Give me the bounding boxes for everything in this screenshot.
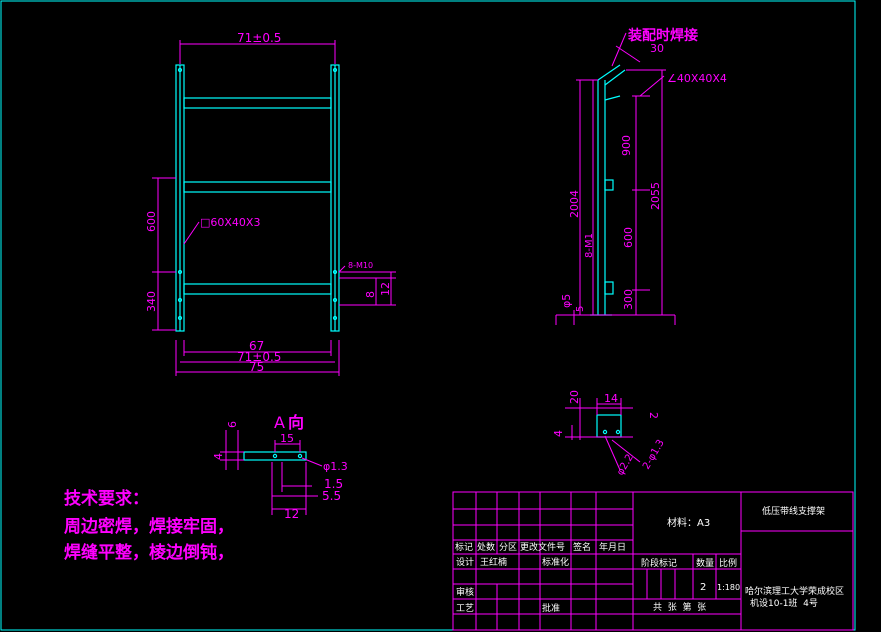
detail-b-dim-phi22: φ2.2	[615, 453, 636, 478]
drawing-frame	[0, 0, 856, 631]
tb-header-4: 签名	[573, 541, 591, 553]
tb-header-2: 分区	[499, 542, 517, 553]
front-dim-600: 600	[145, 211, 158, 232]
tb-header-5: 年月日	[599, 541, 626, 553]
tb-quantity-label: 数量	[696, 557, 714, 569]
front-dim-75: 75	[249, 360, 264, 374]
tech-req-line2: 焊缝平整，棱边倒钝，	[64, 543, 234, 563]
detail-b-view: 20 14 2 4 φ2.2 2-φ1.3	[552, 390, 667, 478]
detail-b-dim-20: 20	[568, 390, 581, 404]
tb-header-1: 处数	[477, 541, 495, 553]
detail-a-dim-4: 4	[212, 453, 225, 460]
detail-a-dim-55: 5.5	[322, 489, 341, 503]
front-view: 71±0.5 600 340 □60X40X3 8-M10 8 12 67 71…	[145, 31, 396, 376]
side-dim-900: 900	[620, 135, 633, 156]
tb-class-no: 机设10-1班 4号	[750, 597, 818, 609]
detail-a-dim-6: 6	[226, 421, 239, 428]
tb-review-label: 审核	[456, 586, 474, 598]
front-dim-340: 340	[145, 291, 158, 312]
tb-designer: 王红楠	[480, 556, 507, 568]
tech-req-title: 技术要求：	[64, 489, 149, 509]
tb-design-label: 设计	[456, 556, 474, 568]
front-bolt-label: 8-M10	[348, 261, 373, 270]
tb-approve-label: 批准	[542, 602, 560, 614]
tb-scale: 1:180	[717, 583, 740, 592]
tech-req-line1: 周边密焊，焊接牢固，	[64, 517, 234, 537]
tb-part-name: 低压带线支撑架	[762, 505, 825, 517]
detail-a-dim-15b: 1.5	[324, 477, 343, 491]
side-dim-30: 30	[650, 42, 664, 55]
tb-header-3: 更改文件号	[520, 541, 565, 553]
tb-scale-label: 比例	[719, 557, 737, 569]
tb-quantity: 2	[700, 582, 706, 593]
side-angle-profile: ∠40X40X4	[667, 72, 727, 85]
tb-process-label: 工艺	[456, 603, 474, 614]
title-block: 材料：A3 低压带线支撑架 标记 处数 分区 更改文件号 签名 年月日 设计 王…	[452, 491, 854, 631]
detail-b-dim-2: 2	[647, 412, 660, 419]
detail-b-dim-2phi13: 2-φ1.3	[641, 438, 667, 472]
detail-a-dim-15: 15	[280, 432, 294, 445]
detail-a-letter: A	[274, 413, 285, 432]
detail-a-dim-12: 12	[284, 507, 299, 521]
tb-material: 材料：A3	[667, 516, 710, 529]
front-dim-67: 67	[249, 339, 264, 353]
side-dim-phi5: φ5	[560, 294, 573, 308]
side-dim-2004: 2004	[568, 190, 581, 218]
front-profile-label: □60X40X3	[200, 216, 260, 229]
front-dim-12: 12	[379, 282, 392, 296]
side-view: 装配时焊接 30 ∠40X40X4 900 2004 2055 600 300 …	[555, 27, 727, 325]
side-bolt-label: 8-M1	[584, 233, 595, 258]
detail-b-dim-4: 4	[552, 430, 565, 437]
tb-standard-label: 标准化	[542, 556, 569, 568]
front-dim-top: 71±0.5	[237, 31, 281, 45]
side-dim-600: 600	[622, 227, 635, 248]
tb-sheets: 共 张 第 张	[653, 601, 706, 613]
front-dim-8: 8	[364, 291, 377, 298]
side-weld-note: 装配时焊接	[627, 27, 698, 44]
rung-middle	[183, 181, 332, 193]
rung-top	[183, 97, 332, 109]
detail-b-dim-14: 14	[604, 392, 618, 405]
tb-company: 哈尔滨理工大学荣成校区	[745, 585, 844, 597]
side-dim-2055: 2055	[649, 182, 662, 210]
tb-stage-mark: 阶段标记	[641, 557, 677, 569]
detail-a-char: 向	[288, 413, 304, 432]
tb-header-0: 标记	[455, 541, 473, 553]
side-dim-5: 5	[575, 306, 586, 312]
front-dim-71: 71±0.5	[237, 350, 281, 364]
rung-bottom	[183, 283, 332, 295]
side-dim-300: 300	[622, 289, 635, 310]
detail-a-dim-phi13: φ1.3	[323, 460, 348, 473]
detail-a-view: A 向 15 4 6 φ1.3 1.5 5.5 12	[212, 413, 348, 521]
